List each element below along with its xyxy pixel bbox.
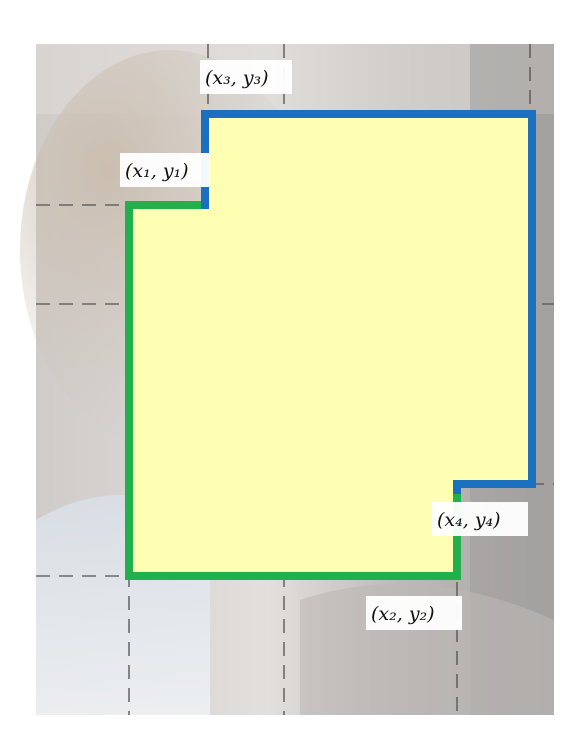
point-label-4: (x₄, y₄) bbox=[432, 502, 528, 536]
coordinate-labels: (x₃, y₃) (x₁, y₁) (x₄, y₄) (x₂, y₂) bbox=[120, 60, 528, 630]
svg-text:(x₃, y₃): (x₃, y₃) bbox=[205, 67, 269, 89]
union-region bbox=[129, 114, 532, 576]
point-label-2: (x₂, y₂) bbox=[366, 596, 462, 630]
svg-text:(x₂, y₂): (x₂, y₂) bbox=[371, 603, 435, 625]
first-box-outline bbox=[125, 201, 461, 580]
second-box-outline bbox=[201, 110, 536, 494]
point-label-3: (x₃, y₃) bbox=[200, 60, 292, 94]
region-outlines bbox=[125, 110, 536, 580]
svg-text:(x₄, y₄): (x₄, y₄) bbox=[437, 509, 501, 531]
svg-text:(x₁, y₁): (x₁, y₁) bbox=[125, 160, 189, 182]
point-label-1: (x₁, y₁) bbox=[120, 153, 210, 187]
